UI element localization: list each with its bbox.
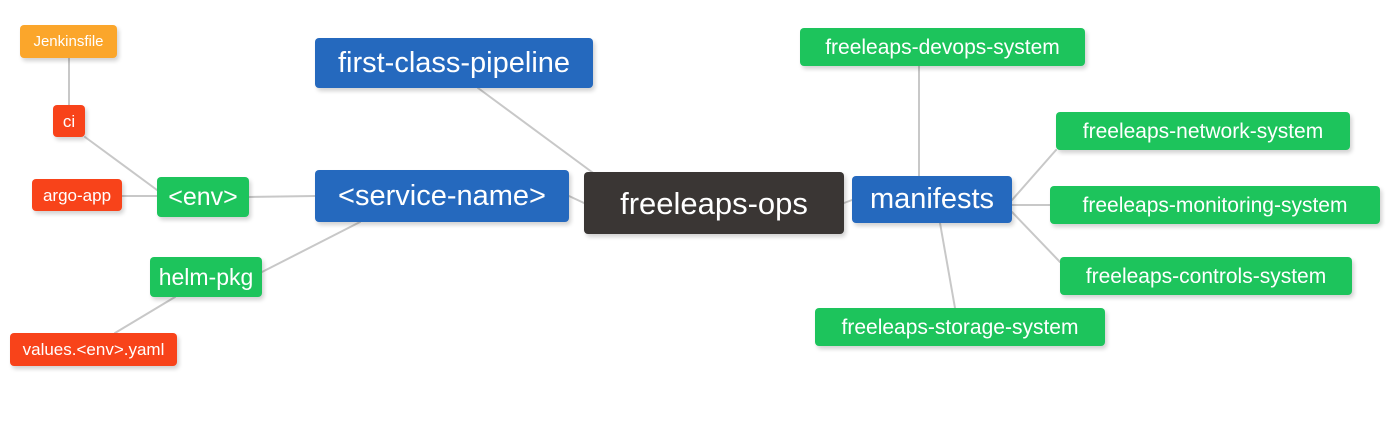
mindmap-node-label-freeleaps-monitoring-system: freeleaps-monitoring-system <box>1082 193 1348 217</box>
mindmap-node-helm-pkg[interactable]: helm-pkg <box>150 257 262 297</box>
mindmap-node-jenkinsfile[interactable]: Jenkinsfile <box>20 25 117 58</box>
mindmap-node-argo-app[interactable]: argo-app <box>32 179 122 211</box>
mindmap-node-label-helm-pkg: helm-pkg <box>158 263 254 290</box>
mindmap-node-label-first-class-pipeline: first-class-pipeline <box>337 46 571 79</box>
mindmap-node-freeleaps-monitoring-system[interactable]: freeleaps-monitoring-system <box>1050 186 1380 224</box>
mindmap-node-label-ci: ci <box>62 111 76 131</box>
mindmap-node-freeleaps-network-system[interactable]: freeleaps-network-system <box>1056 112 1350 150</box>
edge-helm-pkg-to-values-env-yaml <box>114 296 176 334</box>
mindmap-node-root[interactable]: freeleaps-ops <box>584 172 844 234</box>
edge-root-to-service-name <box>568 195 585 204</box>
edge-root-to-first-class-pipeline <box>477 87 601 179</box>
mindmap-node-ci[interactable]: ci <box>53 105 85 137</box>
mindmap-node-label-service-name: <service-name> <box>338 179 546 212</box>
mindmap-node-label-env: <env> <box>168 182 238 211</box>
mindmap-node-label-freeleaps-controls-system: freeleaps-controls-system <box>1085 264 1327 288</box>
mindmap-node-label-values-env-yaml: values.<env>.yaml <box>22 340 165 359</box>
mindmap-node-manifests[interactable]: manifests <box>852 176 1012 223</box>
mindmap-node-freeleaps-storage-system[interactable]: freeleaps-storage-system <box>815 308 1105 346</box>
edge-service-name-to-helm-pkg <box>261 221 361 273</box>
mindmap-node-label-jenkinsfile: Jenkinsfile <box>33 33 104 50</box>
mindmap-node-label-freeleaps-storage-system: freeleaps-storage-system <box>841 315 1079 339</box>
mindmap-node-label-freeleaps-network-system: freeleaps-network-system <box>1082 119 1324 143</box>
edge-manifests-to-freeleaps-storage-system <box>939 222 956 309</box>
mindmap-node-freeleaps-controls-system[interactable]: freeleaps-controls-system <box>1060 257 1352 295</box>
mindmap-node-first-class-pipeline[interactable]: first-class-pipeline <box>315 38 593 88</box>
mindmap-node-env[interactable]: <env> <box>157 177 249 217</box>
mindmap-node-label-manifests: manifests <box>869 183 995 215</box>
mindmap-node-label-freeleaps-devops-system: freeleaps-devops-system <box>825 35 1060 59</box>
edge-root-to-manifests <box>843 199 853 204</box>
mindmap-node-values-env-yaml[interactable]: values.<env>.yaml <box>10 333 177 366</box>
mindmap-node-freeleaps-devops-system[interactable]: freeleaps-devops-system <box>800 28 1085 66</box>
mindmap-node-label-argo-app: argo-app <box>42 185 112 205</box>
mindmap-node-service-name[interactable]: <service-name> <box>315 170 569 222</box>
mindmap-node-label-root: freeleaps-ops <box>620 185 808 221</box>
edge-service-name-to-env <box>248 195 316 198</box>
